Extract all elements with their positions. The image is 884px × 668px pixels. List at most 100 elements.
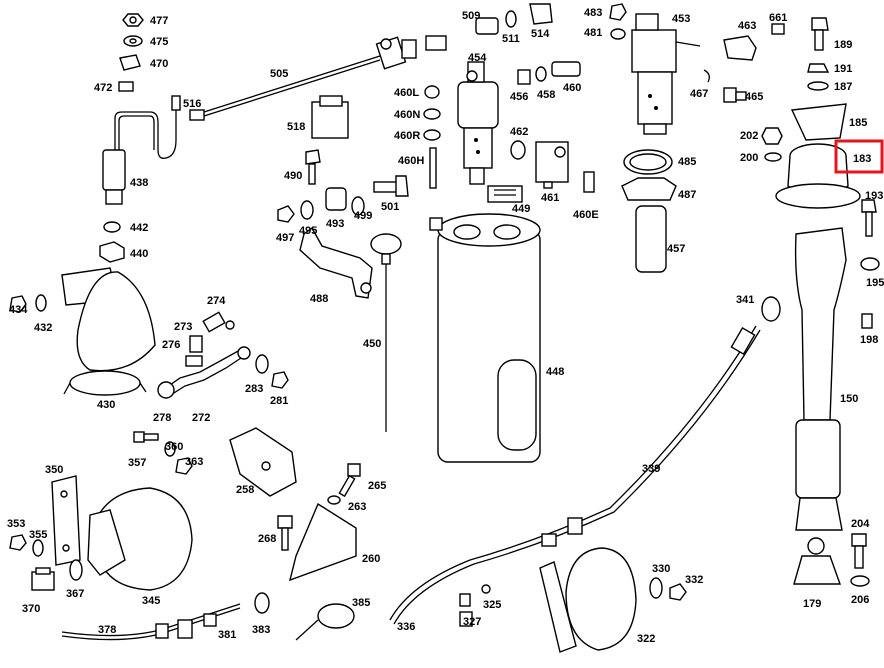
callout[interactable]: 195 <box>866 277 884 289</box>
callout[interactable]: 661 <box>769 12 787 24</box>
callout[interactable]: 363 <box>185 456 203 468</box>
callout[interactable]: 432 <box>34 322 52 334</box>
callout[interactable]: 518 <box>287 121 305 133</box>
callout[interactable]: 438 <box>130 177 148 189</box>
callout[interactable]: 499 <box>354 210 372 222</box>
callout[interactable]: 276 <box>162 339 180 351</box>
callout[interactable]: 353 <box>7 518 25 530</box>
callout[interactable]: 490 <box>284 170 302 182</box>
callout[interactable]: 448 <box>546 366 564 378</box>
callout[interactable]: 206 <box>851 594 869 606</box>
callout[interactable]: 367 <box>66 588 84 600</box>
callout[interactable]: 198 <box>860 334 878 346</box>
callout[interactable]: 470 <box>150 58 168 70</box>
callout[interactable]: 509 <box>462 10 480 22</box>
callout[interactable]: 458 <box>537 89 555 101</box>
callout[interactable]: 260 <box>362 553 380 565</box>
callout[interactable]: 477 <box>150 15 168 27</box>
callout[interactable]: 383 <box>252 624 270 636</box>
callout[interactable]: 273 <box>174 321 192 333</box>
callout[interactable]: 453 <box>672 13 690 25</box>
callout[interactable]: 488 <box>310 293 328 305</box>
callout[interactable]: 183 <box>853 153 871 165</box>
callout[interactable]: 461 <box>541 192 559 204</box>
callout[interactable]: 341 <box>736 294 754 306</box>
callout[interactable]: 472 <box>94 82 112 94</box>
callout[interactable]: 263 <box>348 501 366 513</box>
callout[interactable]: 381 <box>218 629 236 641</box>
mount-183 <box>775 143 861 209</box>
callout[interactable]: 185 <box>849 117 867 129</box>
callout[interactable]: 493 <box>326 218 344 230</box>
callout[interactable]: 460R <box>394 130 420 142</box>
callout[interactable]: 434 <box>9 304 28 316</box>
callout[interactable]: 187 <box>834 81 852 93</box>
callout[interactable]: 505 <box>270 68 288 80</box>
callout[interactable]: 460L <box>394 87 419 99</box>
callout[interactable]: 511 <box>502 33 520 45</box>
callout[interactable]: 193 <box>865 190 883 202</box>
callout[interactable]: 460H <box>398 155 424 167</box>
callout[interactable]: 191 <box>834 63 852 75</box>
callout[interactable]: 258 <box>236 484 254 496</box>
callout[interactable]: 202 <box>740 130 758 142</box>
callout[interactable]: 200 <box>740 152 758 164</box>
nut-332 <box>669 583 687 601</box>
callout[interactable]: 189 <box>834 39 852 51</box>
callout[interactable]: 268 <box>258 533 276 545</box>
callout[interactable]: 450 <box>363 338 381 350</box>
callout[interactable]: 457 <box>667 243 685 255</box>
callout[interactable]: 501 <box>381 201 399 213</box>
callout[interactable]: 467 <box>690 88 708 100</box>
callout[interactable]: 330 <box>652 563 670 575</box>
callout[interactable]: 430 <box>97 399 115 411</box>
callout[interactable]: 495 <box>299 225 317 237</box>
callout[interactable]: 378 <box>98 624 116 636</box>
callout[interactable]: 283 <box>245 383 263 395</box>
callout[interactable]: 281 <box>270 395 288 407</box>
callout[interactable]: 516 <box>183 98 201 110</box>
callout[interactable]: 514 <box>531 28 550 40</box>
callout[interactable]: 485 <box>678 156 696 168</box>
filter-453 <box>631 13 701 135</box>
callout[interactable]: 357 <box>128 457 146 469</box>
callout[interactable]: 204 <box>851 518 870 530</box>
callout[interactable]: 456 <box>510 91 528 103</box>
callout[interactable]: 355 <box>29 529 47 541</box>
callout[interactable]: 465 <box>745 91 763 103</box>
callout[interactable]: 385 <box>352 597 370 609</box>
callout[interactable]: 336 <box>397 621 415 633</box>
callout[interactable]: 370 <box>22 603 40 615</box>
stud-460H <box>429 147 437 189</box>
callout[interactable]: 339 <box>642 463 660 475</box>
callout[interactable]: 497 <box>276 232 294 244</box>
callout[interactable]: 460E <box>573 209 599 221</box>
callout[interactable]: 278 <box>153 412 171 424</box>
callout[interactable]: 332 <box>685 574 703 586</box>
callout[interactable]: 265 <box>368 480 386 492</box>
fitting-370 <box>31 567 55 591</box>
callout[interactable]: 460N <box>394 109 420 121</box>
callout[interactable]: 487 <box>678 189 696 201</box>
callout[interactable]: 460 <box>563 82 581 94</box>
callout[interactable]: 360 <box>165 441 183 453</box>
callout[interactable]: 327 <box>463 616 481 628</box>
callout[interactable]: 274 <box>207 295 226 307</box>
callout[interactable]: 322 <box>637 633 655 645</box>
callout[interactable]: 345 <box>142 595 160 607</box>
callout[interactable]: 150 <box>840 393 858 405</box>
callout[interactable]: 440 <box>130 248 148 260</box>
callout[interactable]: 179 <box>803 598 821 610</box>
callout[interactable]: 272 <box>192 412 210 424</box>
callout[interactable]: 442 <box>130 222 148 234</box>
callout[interactable]: 475 <box>150 36 168 48</box>
bracket-350 <box>51 475 81 566</box>
callout[interactable]: 350 <box>45 464 63 476</box>
callout[interactable]: 483 <box>584 7 602 19</box>
callout[interactable]: 325 <box>483 599 501 611</box>
callout[interactable]: 454 <box>468 52 487 64</box>
callout[interactable]: 462 <box>510 126 528 138</box>
callout[interactable]: 449 <box>512 203 530 215</box>
callout[interactable]: 463 <box>738 20 756 32</box>
callout[interactable]: 481 <box>584 27 602 39</box>
